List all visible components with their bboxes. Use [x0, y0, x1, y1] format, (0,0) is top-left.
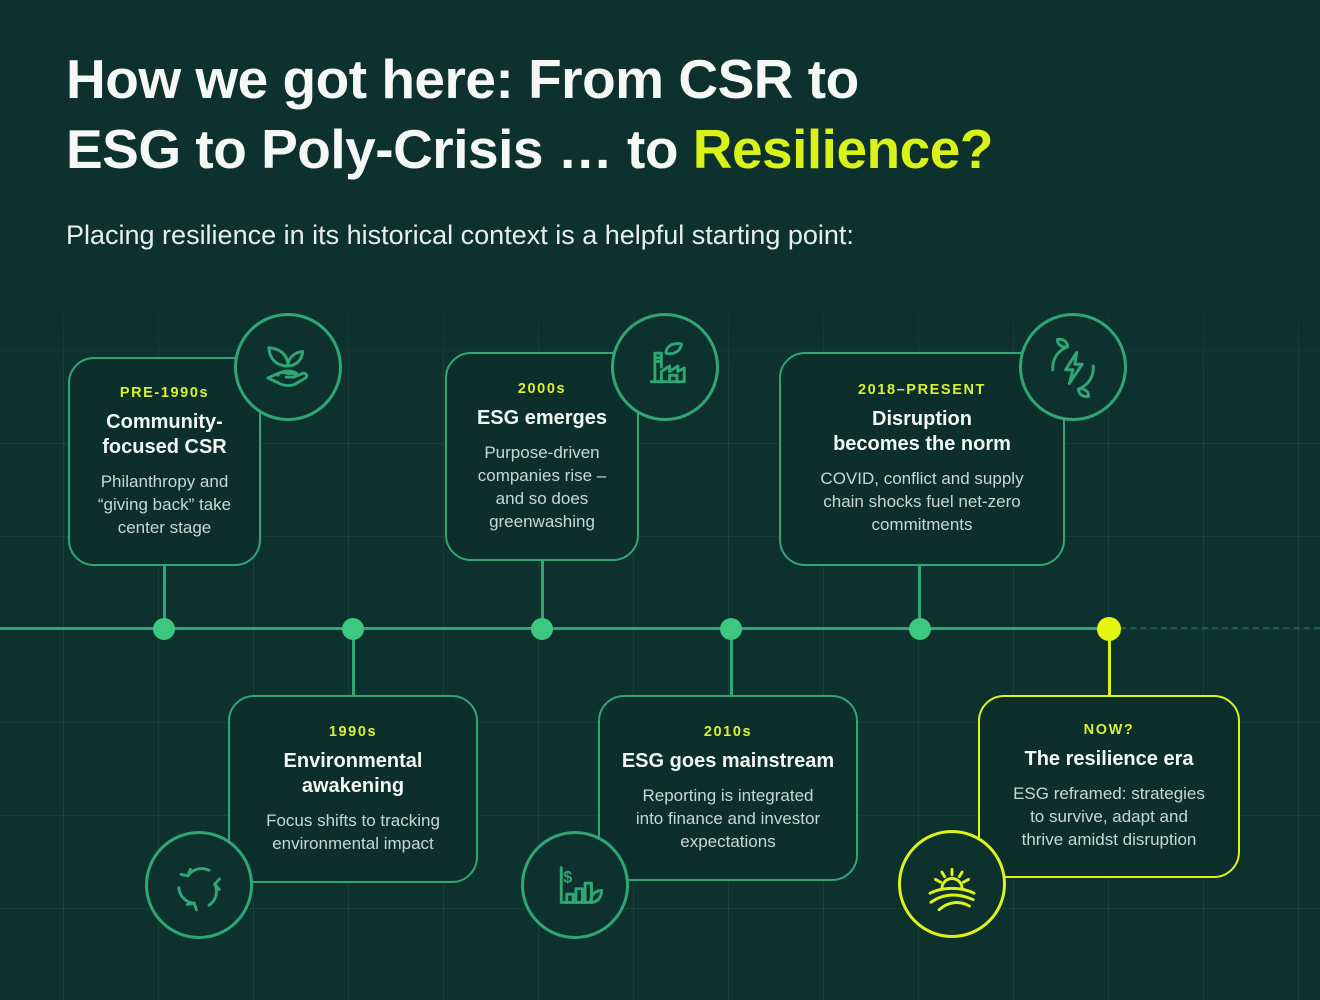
- timeline-dot-2010s: [720, 618, 742, 640]
- connector-2018: [918, 564, 921, 628]
- event-description: COVID, conflict and supply chain shocks …: [820, 469, 1024, 534]
- event-title: ESG emerges: [476, 406, 608, 429]
- title-line-2: ESG to Poly-Crisis … to Resilience?: [66, 114, 993, 184]
- timeline-dot-now: [1097, 617, 1121, 641]
- timeline-axis: [0, 627, 1120, 630]
- connector-1990s: [352, 630, 355, 696]
- event-description: Reporting is integrated into finance and…: [635, 785, 821, 851]
- sprout-in-hand-icon: [255, 334, 321, 400]
- era-label: PRE-1990s: [119, 384, 210, 401]
- energy-cycle-icon: [1040, 334, 1106, 400]
- event-description: Philanthropy and “giving back” take cent…: [97, 471, 232, 537]
- subtitle: Placing resilience in its historical con…: [66, 220, 854, 250]
- event-title: Disruption: [872, 408, 972, 430]
- title-line-2-text: ESG to Poly-Crisis … to: [66, 118, 693, 180]
- event-title: ESG goes mainstream: [621, 749, 835, 772]
- era-label: 1990s: [328, 723, 378, 740]
- timeline-dot-pre1990s: [153, 618, 175, 640]
- era-label: NOW?: [1083, 722, 1135, 738]
- event-card-now: NOW? The resilience era ESG reframed: st…: [978, 695, 1240, 878]
- sunrise-field-icon: [919, 851, 985, 917]
- event-card-pre1990s: PRE-1990s Community- focused CSR Philant…: [68, 357, 261, 566]
- page-title: How we got here: From CSR to ESG to Poly…: [66, 44, 993, 184]
- connector-pre1990s: [163, 564, 166, 628]
- timeline-dot-2018: [909, 618, 931, 640]
- event-card-2018: 2018–PRESENT Disruption becomes the norm…: [779, 352, 1065, 566]
- connector-2010s: [730, 630, 733, 696]
- timeline-dot-1990s: [342, 618, 364, 640]
- title-highlight: Resilience?: [692, 118, 994, 180]
- recycle-icon: [166, 852, 232, 918]
- timeline-dot-2000s: [531, 618, 553, 640]
- icon-circle-1990s: [145, 831, 253, 939]
- factory-leaf-icon: [632, 334, 698, 400]
- icon-circle-pre1990s: [234, 313, 342, 421]
- event-description: Focus shifts to tracking environmental i…: [266, 810, 440, 853]
- event-title-line2: awakening: [301, 774, 405, 797]
- event-card-1990s: 1990s Environmental awakening Focus shif…: [228, 695, 478, 883]
- event-card-2010s: 2010s ESG goes mainstream Reporting is i…: [598, 695, 858, 881]
- event-title: Community-: [106, 410, 223, 433]
- era-label: 2010s: [703, 723, 753, 740]
- timeline-axis-dashed-tail: [1120, 627, 1320, 629]
- growth-chart-dollar-icon: $: [542, 852, 608, 918]
- event-title: Environmental: [283, 749, 423, 772]
- event-title-line2: becomes the norm: [833, 433, 1011, 455]
- event-card-2000s: 2000s ESG emerges Purpose-driven compani…: [445, 352, 639, 561]
- svg-text:$: $: [563, 868, 572, 886]
- era-label: 2018–PRESENT: [857, 382, 986, 398]
- icon-circle-now: [898, 830, 1006, 938]
- event-title-line2: focused CSR: [102, 435, 227, 458]
- era-label: 2000s: [517, 380, 567, 397]
- title-line-1: How we got here: From CSR to: [66, 48, 859, 110]
- icon-circle-2000s: [611, 313, 719, 421]
- icon-circle-2018: [1019, 313, 1127, 421]
- icon-circle-2010s: $: [521, 831, 629, 939]
- event-description: Purpose-driven companies rise – and so d…: [477, 442, 607, 531]
- connector-now: [1108, 630, 1111, 696]
- event-title: The resilience era: [1024, 748, 1194, 770]
- event-description: ESG reframed: strategies to survive, ada…: [1013, 784, 1205, 849]
- connector-2000s: [541, 559, 544, 628]
